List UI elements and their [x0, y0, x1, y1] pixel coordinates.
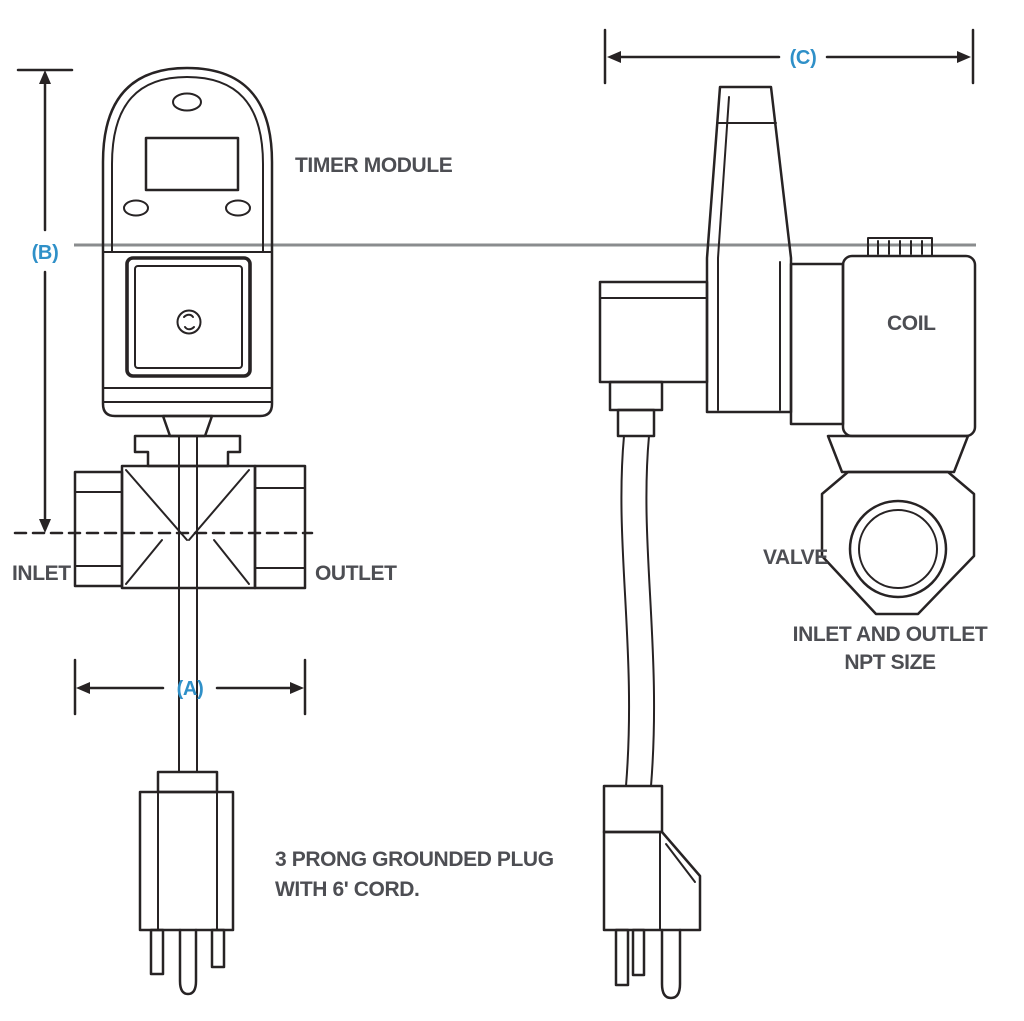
side-view-cord	[620, 435, 656, 787]
arrow-right-icon	[957, 51, 971, 63]
valve-hex-body	[820, 470, 976, 616]
plug-blade-right	[631, 928, 646, 977]
coil-body	[841, 254, 977, 438]
timer-module-label: TIMER MODULE	[295, 154, 453, 177]
front-view-cord	[178, 435, 198, 773]
dimension-c-label: (C)	[790, 47, 817, 69]
dimension-b-label: (B)	[32, 242, 59, 264]
front-view-timer-module	[101, 66, 274, 438]
right-screw-hole	[225, 199, 251, 217]
side-view-timer-module	[705, 85, 793, 414]
ground-pin	[660, 928, 682, 1000]
arrow-left-icon	[607, 51, 621, 63]
top-screw-hole	[172, 92, 202, 112]
left-screw-hole	[123, 199, 149, 217]
npt-note-line1: INLET AND OUTLET	[793, 623, 988, 646]
arrow-up-icon	[39, 70, 51, 84]
coil-stem	[867, 237, 933, 257]
coil-label: COIL	[887, 312, 936, 335]
valve-body	[120, 464, 257, 590]
outlet-label: OUTLET	[315, 562, 397, 585]
plug-blade-left	[149, 928, 165, 976]
panel-screw	[176, 309, 202, 335]
valve-label: VALVE	[763, 546, 828, 569]
plug-blade-left	[614, 928, 630, 987]
plug-note-line1: 3 PRONG GROUNDED PLUG	[275, 848, 554, 871]
dimension-a-label: (A)	[177, 678, 204, 700]
dimension-c: (C)	[603, 28, 975, 85]
plug-neck	[602, 784, 664, 834]
valve-bonnet	[133, 434, 242, 468]
side-view-coil	[789, 237, 977, 438]
arrow-down-icon	[39, 519, 51, 533]
dimension-a: (A)	[73, 658, 307, 716]
side-view-din-connector	[598, 280, 709, 438]
coil-bracket	[789, 262, 845, 426]
plug-body	[602, 830, 702, 932]
front-panel	[125, 256, 252, 378]
plug-note-line2: WITH 6' CORD.	[275, 878, 419, 901]
front-view-valve	[73, 434, 307, 590]
plug-neck	[156, 770, 219, 794]
arrow-right-icon	[290, 682, 304, 694]
display-window	[144, 136, 240, 192]
valve-neck	[826, 434, 970, 474]
npt-note-line2: NPT SIZE	[844, 651, 936, 674]
npt-port-outer	[848, 499, 948, 599]
side-view-valve	[820, 434, 976, 616]
outlet-port	[253, 464, 307, 590]
dimension-b: (B)	[16, 68, 74, 533]
inlet-label: INLET	[12, 562, 71, 585]
ground-pin	[178, 928, 198, 996]
front-view-plug	[138, 770, 235, 996]
plug-blade-right	[210, 928, 226, 969]
arrow-left-icon	[76, 682, 90, 694]
npt-port-inner	[858, 509, 938, 589]
plug-body	[138, 790, 235, 932]
inlet-port	[73, 470, 124, 588]
side-view-plug	[602, 784, 702, 1000]
cord-bushing	[161, 414, 214, 438]
